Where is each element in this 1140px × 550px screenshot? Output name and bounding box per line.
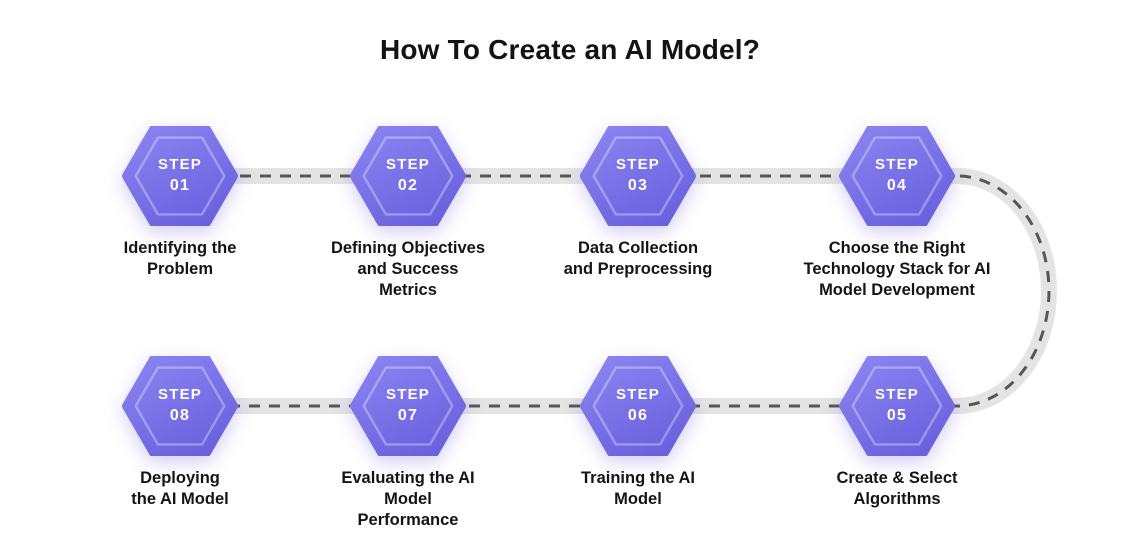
step-number: 08 — [169, 407, 191, 425]
step-caption: Deploying the AI Model — [131, 469, 229, 508]
step-label: STEP — [875, 156, 919, 174]
step-caption: Evaluating the AI Model Performance — [341, 469, 475, 529]
step-label: STEP — [158, 386, 202, 404]
step-node-05: STEP 05 — [839, 356, 955, 456]
step-label: STEP — [386, 386, 430, 404]
step-label: STEP — [616, 386, 660, 404]
flow-dashes — [180, 174, 1051, 408]
step-caption: Choose the Right Technology Stack for AI… — [803, 239, 991, 299]
step-caption: Defining Objectives and Success Metrics — [330, 239, 486, 299]
step-label: STEP — [158, 156, 202, 174]
step-caption: Create & Select Algorithms — [836, 469, 958, 508]
page-title: How To Create an AI Model? — [379, 34, 761, 65]
step-node-07: STEP 07 — [350, 356, 466, 456]
step-number: 07 — [397, 407, 419, 425]
step-caption: Identifying the Problem — [123, 239, 237, 278]
step-node-08: STEP 08 — [122, 356, 238, 456]
step-number: 01 — [169, 177, 191, 195]
step-number: 02 — [397, 177, 419, 195]
step-number: 05 — [886, 407, 908, 425]
step-number: 03 — [627, 177, 649, 195]
step-label: STEP — [386, 156, 430, 174]
step-number: 06 — [627, 407, 649, 425]
step-node-06: STEP 06 — [580, 356, 696, 456]
step-label: STEP — [616, 156, 660, 174]
step-node-02: STEP 02 — [350, 126, 466, 226]
step-number: 04 — [886, 177, 908, 195]
step-label: STEP — [875, 386, 919, 404]
step-node-03: STEP 03 — [580, 126, 696, 226]
step-caption: Data Collection and Preprocessing — [563, 239, 713, 278]
step-node-04: STEP 04 — [839, 126, 955, 226]
step-node-01: STEP 01 — [122, 126, 238, 226]
step-caption: Training the AI Model — [581, 469, 695, 508]
